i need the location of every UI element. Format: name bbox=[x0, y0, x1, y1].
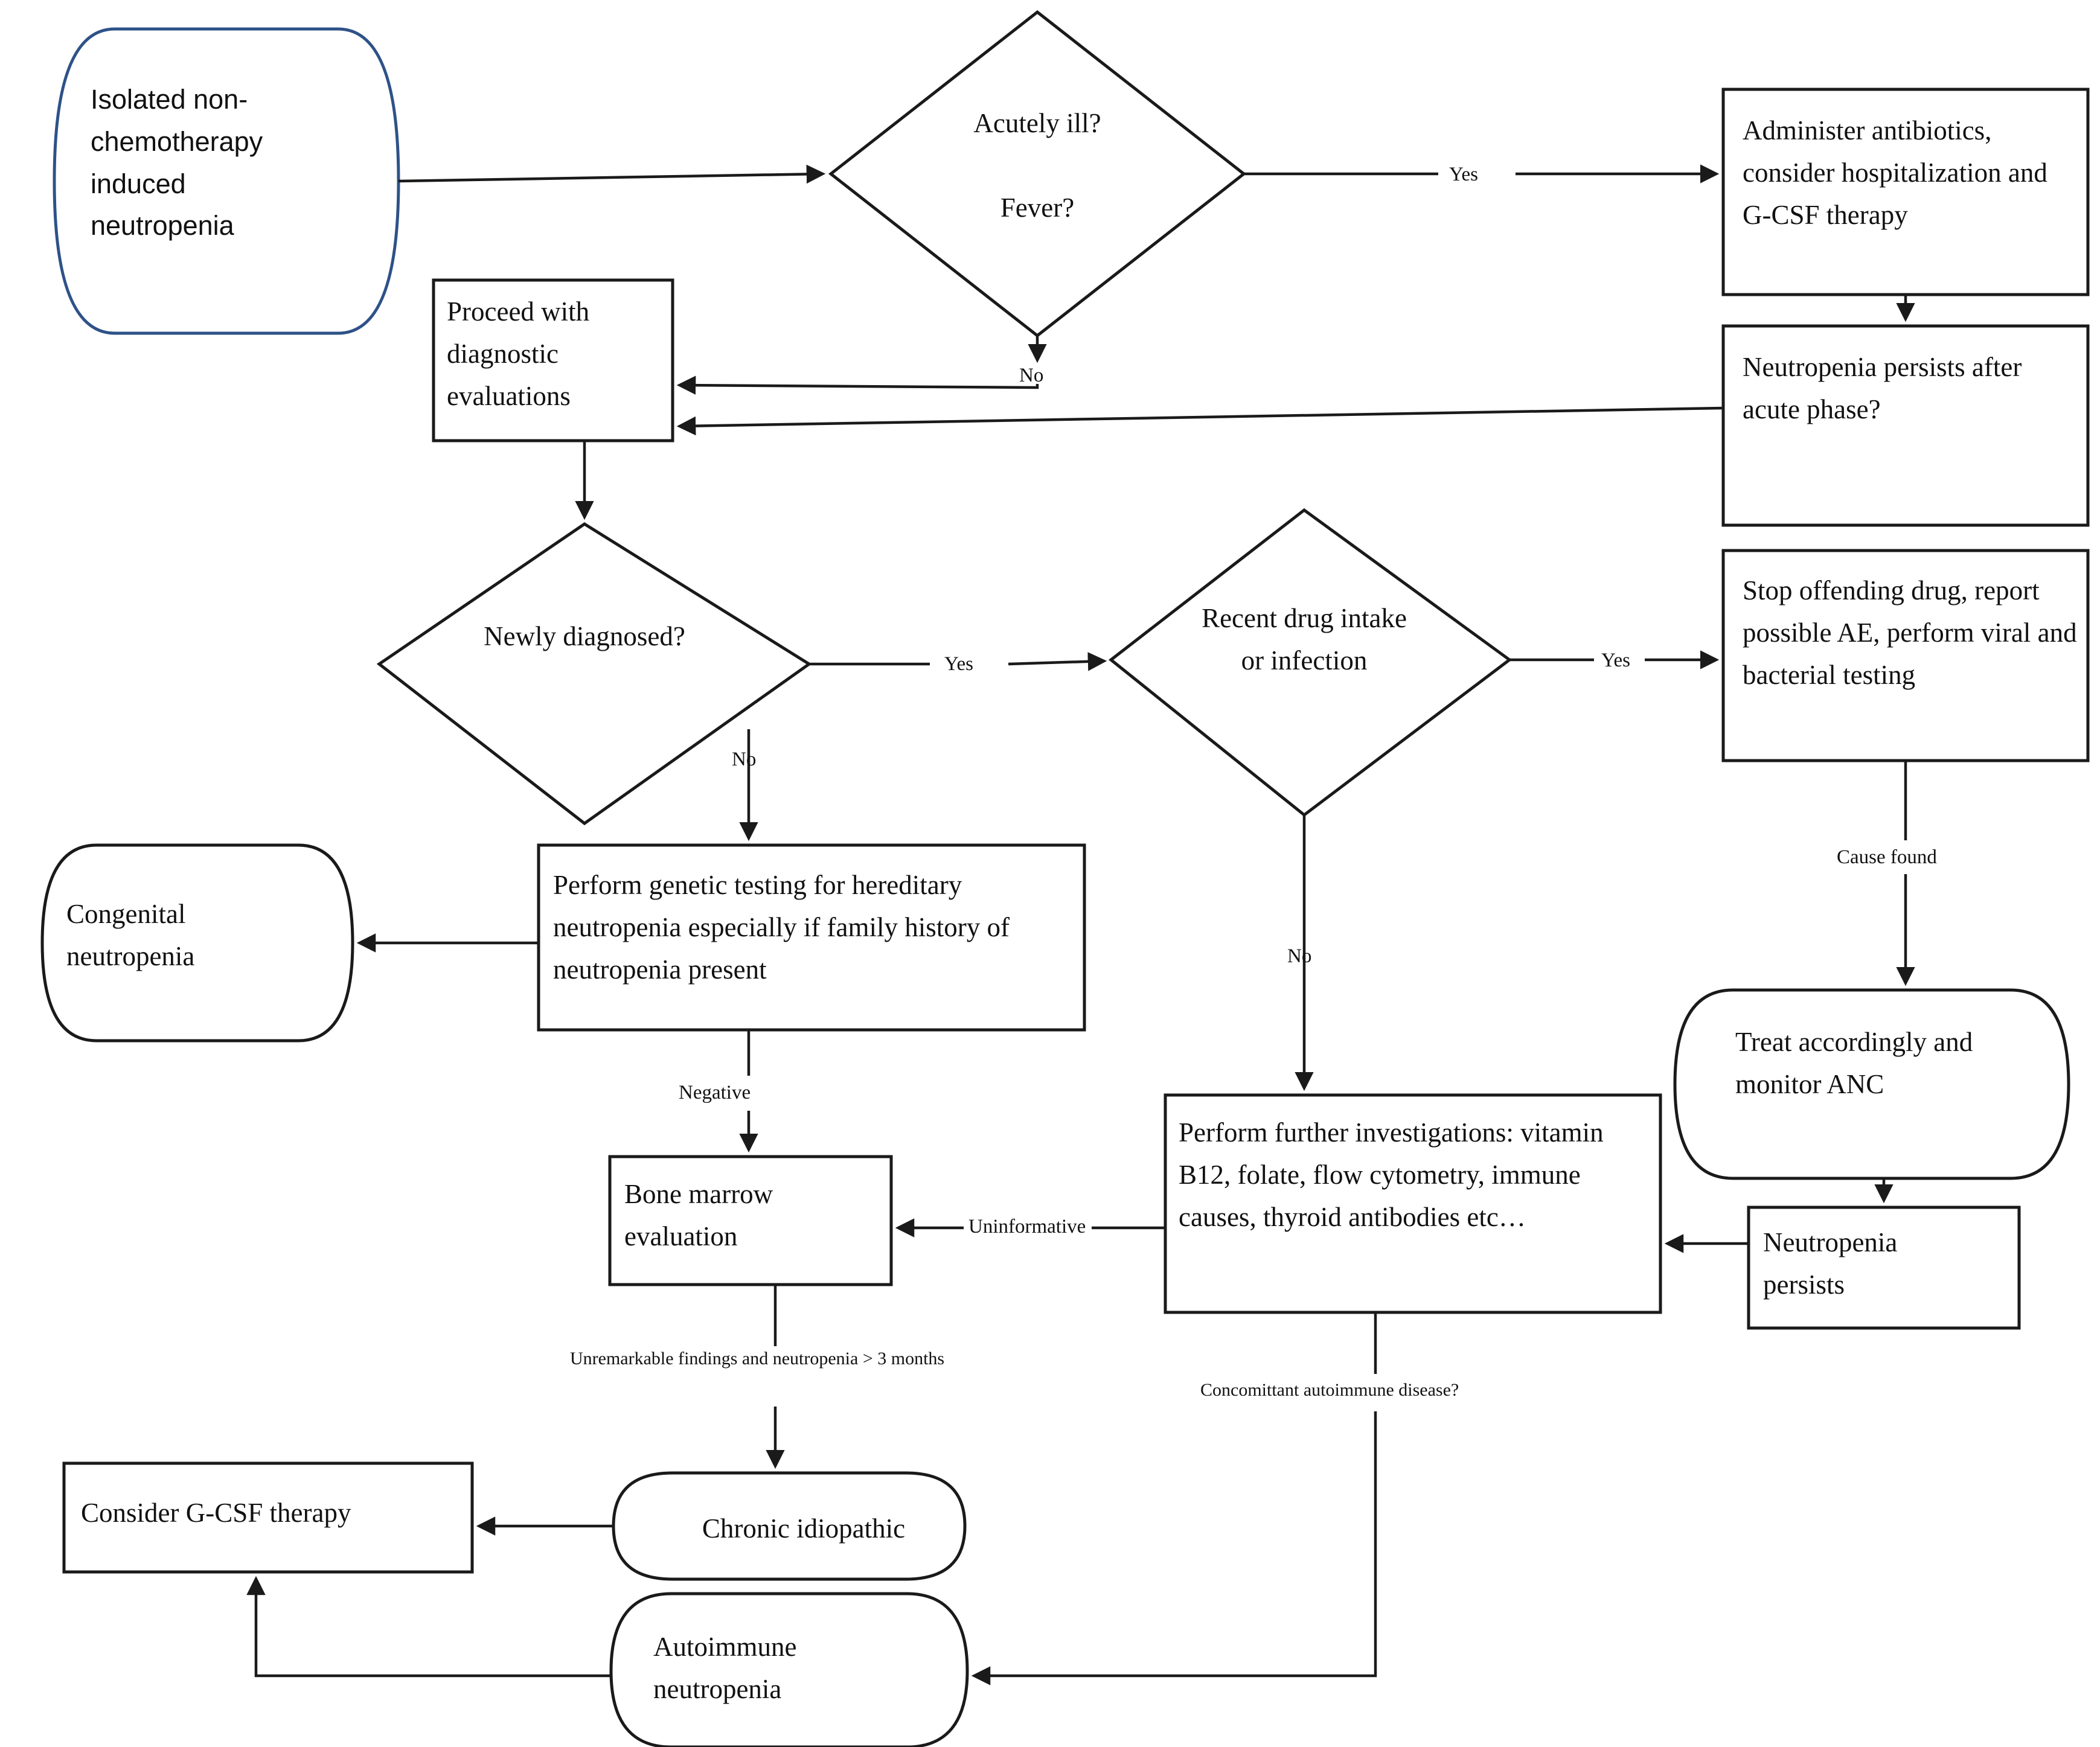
edge-autoimmune-to-gcsf bbox=[246, 1576, 611, 1678]
node-administer-abx-shape bbox=[1721, 88, 2090, 296]
node-persists-acute-shape bbox=[1721, 324, 2090, 527]
edge-newly-yes-arrow bbox=[1008, 652, 1107, 671]
node-treat-monitor-shape bbox=[1673, 988, 2070, 1180]
node-autoimmune-shape bbox=[609, 1592, 969, 1747]
edge-start-to-acutely-ill bbox=[398, 164, 826, 184]
node-newly-diagnosed-shape bbox=[376, 522, 812, 826]
node-proceed-diag-shape bbox=[432, 278, 674, 442]
node-congenital-shape bbox=[40, 843, 354, 1043]
node-recent-drug-shape bbox=[1108, 508, 1513, 817]
edge-concomittant-lower bbox=[971, 1411, 1377, 1685]
node-further-invest-shape bbox=[1164, 1093, 1662, 1314]
node-consider-gcsf-shape bbox=[62, 1461, 474, 1574]
node-start-shape bbox=[53, 27, 400, 335]
node-stop-drug-shape bbox=[1721, 549, 2090, 762]
node-chronic-idiopathic-shape bbox=[612, 1471, 967, 1581]
edge-acutely-ill-no-to-proceed bbox=[676, 375, 1039, 395]
node-acutely-ill-shape bbox=[828, 10, 1247, 338]
node-bone-marrow-shape bbox=[608, 1155, 893, 1286]
edge-persists-to-proceed bbox=[676, 406, 1724, 436]
node-neutropenia-persists-shape bbox=[1747, 1206, 2021, 1330]
node-genetic-testing-shape bbox=[537, 843, 1086, 1032]
